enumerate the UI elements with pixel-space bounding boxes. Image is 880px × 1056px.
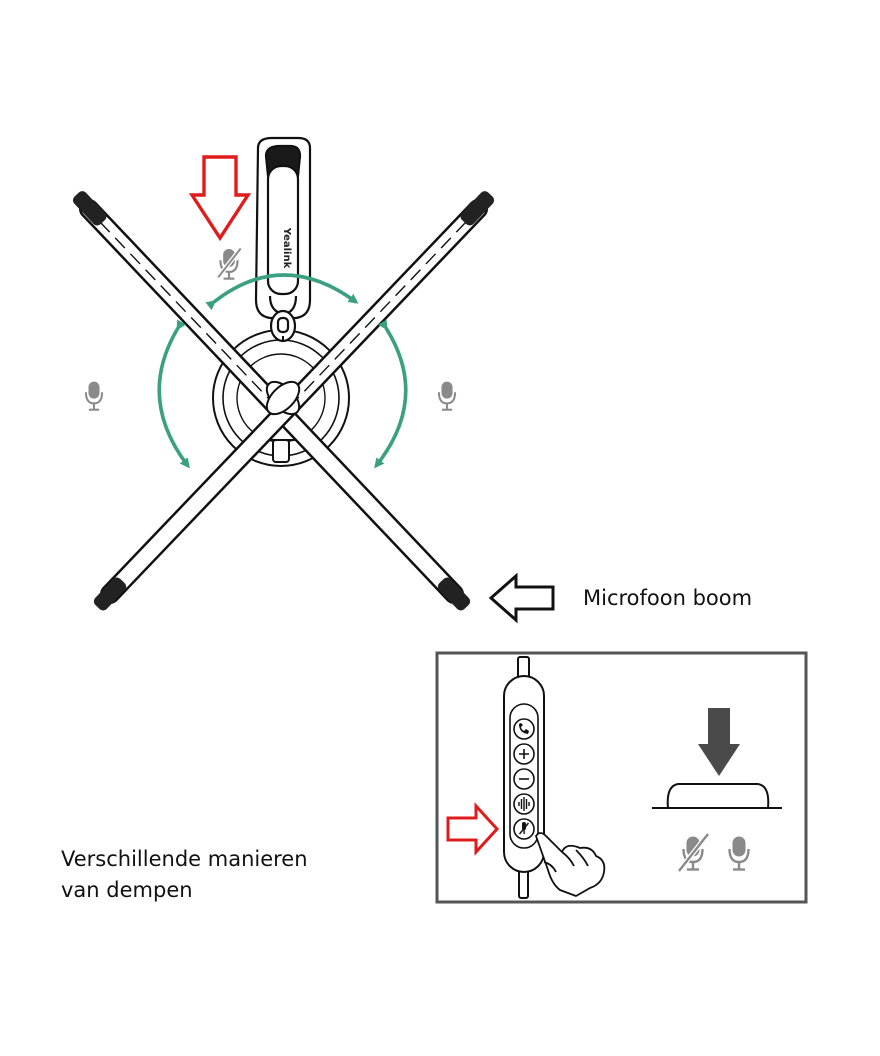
hand-pressing-icon <box>535 832 606 897</box>
volume-up-button[interactable] <box>513 743 535 765</box>
red-down-arrow-icon <box>188 155 252 242</box>
mute-button[interactable] <box>513 818 535 840</box>
mute-methods-panel <box>435 651 808 904</box>
rotation-arrow-top <box>205 273 359 311</box>
base-top-view <box>652 783 782 809</box>
mic-icon-right <box>437 381 457 411</box>
headband <box>254 136 312 343</box>
brand-logo: Yealink <box>281 227 292 269</box>
mute-methods-caption-line-1: Verschillende manieren <box>61 847 308 871</box>
mute-methods-caption-line-2: van dempen <box>61 878 193 902</box>
rotation-arrows <box>157 273 408 469</box>
mic-muted-icon <box>677 832 710 873</box>
red-right-arrow-icon <box>446 802 500 856</box>
boom-caption: Microfoon boom <box>583 586 753 610</box>
press-down-arrow-icon <box>698 708 740 776</box>
inline-controller-buttons <box>513 718 535 840</box>
volume-down-button[interactable] <box>513 768 535 790</box>
rotation-arrow-left <box>157 319 190 469</box>
mic-muted-icon <box>216 247 243 280</box>
rotation-arrow-right <box>374 319 408 469</box>
waveform-icon <box>518 797 530 811</box>
voice-button[interactable] <box>513 793 535 815</box>
call-button[interactable] <box>513 718 535 740</box>
boom-pointer-arrow-icon <box>488 572 555 624</box>
boom-pivot <box>265 380 301 416</box>
plus-icon <box>519 749 529 759</box>
mic-icon-left <box>84 381 104 411</box>
phone-icon <box>519 723 529 734</box>
